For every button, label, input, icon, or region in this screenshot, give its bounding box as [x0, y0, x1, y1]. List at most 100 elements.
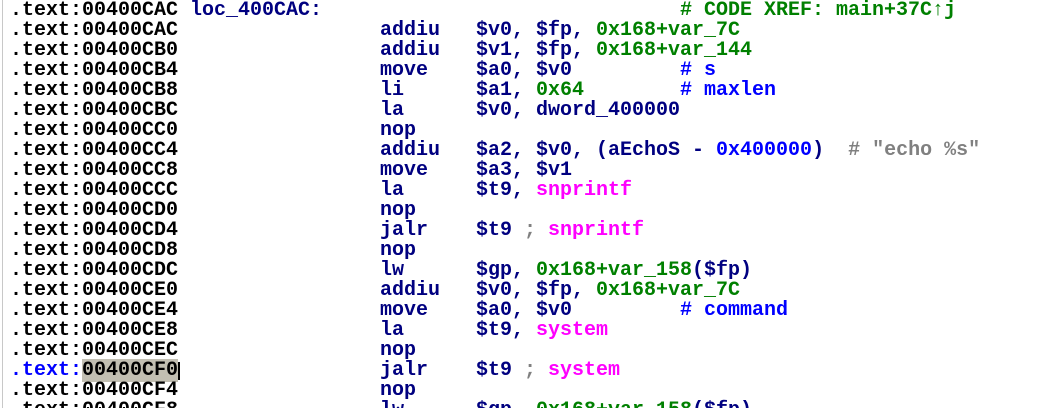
- mnemonic[interactable]: move: [380, 299, 429, 322]
- operands: $a3, $v1: [476, 161, 572, 181]
- operand-token: $v1, $fp,: [476, 39, 597, 62]
- operands: $a2, $v0, (aEchoS - 0x400000) # "echo %s…: [476, 141, 980, 161]
- address[interactable]: .text:00400CF8: [10, 401, 178, 408]
- mnemonic[interactable]: la: [380, 319, 405, 342]
- address[interactable]: .text:00400CD4: [10, 219, 179, 242]
- function-reference[interactable]: system: [536, 319, 609, 342]
- mnemonic[interactable]: la: [380, 99, 405, 122]
- mnemonic[interactable]: lw: [380, 259, 405, 282]
- disasm-line[interactable]: .text:00400CC0 nop: [0, 121, 1040, 141]
- address[interactable]: .text:00400CE4: [10, 299, 179, 322]
- operand-token: 0x168+var_7C: [596, 19, 741, 42]
- mnemonic[interactable]: addiu: [380, 279, 441, 302]
- address[interactable]: .text:00400CB4: [10, 59, 179, 82]
- operands: $a0, $v0: [476, 301, 572, 321]
- mnemonic[interactable]: jalr: [380, 219, 429, 242]
- disasm-line[interactable]: .text:00400CEC nop: [0, 341, 1040, 361]
- mnemonic[interactable]: li: [380, 79, 405, 102]
- operand-token: 0x168+var_7C: [596, 279, 741, 302]
- disasm-line[interactable]: .text:00400CD8 nop: [0, 241, 1040, 261]
- disasm-line-selected[interactable]: .text:00400CF0 jalr $t9 ; system: [0, 359, 1040, 382]
- address[interactable]: .text:00400CB8: [10, 79, 179, 102]
- address[interactable]: .text:00400CAC: [10, 19, 179, 42]
- operand-token: 0x168+var_144: [596, 39, 753, 62]
- operand-token: ($fp): [692, 399, 752, 408]
- address[interactable]: .text:00400CCC: [10, 179, 179, 202]
- disasm-line[interactable]: .text:00400CD0 nop: [0, 201, 1040, 221]
- address[interactable]: .text:00400CAC: [10, 0, 179, 22]
- disasm-line[interactable]: .text:00400CAC addiu $v0, $fp, 0x168+var_7…: [0, 21, 1040, 41]
- address[interactable]: .text:00400CC4: [10, 139, 179, 162]
- operand-token: $gp,: [476, 259, 537, 282]
- comment: # "echo %s": [848, 139, 981, 162]
- disasm-line[interactable]: .text:00400CE0 addiu $v0, $fp, 0x168+var_7…: [0, 281, 1040, 301]
- operands: $v1, $fp, 0x168+var_144: [476, 41, 752, 61]
- address[interactable]: .text:00400CD8: [10, 239, 179, 262]
- operands: $gp, 0x168+var_158($fp): [476, 401, 752, 408]
- operands: $v0, $fp, 0x168+var_7C: [476, 21, 740, 41]
- comment: # CODE XREF: main+37C↑j: [680, 1, 956, 21]
- operand-token: ): [812, 139, 849, 162]
- disasm-line[interactable]: .text:00400CD4 jalr $t9 ; snprintf: [0, 221, 1040, 241]
- operand-token: $t9: [476, 359, 525, 382]
- operand-token: $v0, $fp,: [476, 19, 597, 42]
- operand-token: $t9,: [476, 319, 537, 342]
- mnemonic[interactable]: nop: [380, 199, 417, 222]
- disasm-line[interactable]: .text:00400CBC la $v0, dword_400000: [0, 101, 1040, 121]
- address[interactable]: .text:00400CE8: [10, 319, 179, 342]
- disasm-line[interactable]: .text:00400CF8 lw $gp, 0x168+var_158($fp): [0, 401, 1040, 408]
- function-reference[interactable]: system: [548, 359, 621, 382]
- disasm-line[interactable]: .text:00400CC4 addiu $a2, $v0, (aEchoS - 0…: [0, 141, 1040, 161]
- mnemonic[interactable]: addiu: [380, 19, 441, 42]
- mnemonic[interactable]: move: [380, 59, 429, 82]
- comment: ;: [524, 219, 549, 242]
- mnemonic[interactable]: move: [380, 159, 429, 182]
- mnemonic[interactable]: la: [380, 179, 405, 202]
- address-segment: .text:: [10, 359, 83, 382]
- operands: $t9 ; system: [476, 361, 620, 381]
- operands: $v0, $fp, 0x168+var_7C: [476, 281, 740, 301]
- address[interactable]: .text:00400CBC: [10, 99, 179, 122]
- comment: # s: [680, 61, 716, 81]
- left-margin-divider: [2, 0, 3, 408]
- address[interactable]: .text:00400CF0: [10, 359, 181, 382]
- comment-text: # maxlen: [680, 79, 777, 102]
- address[interactable]: .text:00400CDC: [10, 259, 179, 282]
- address[interactable]: .text:00400CB0: [10, 39, 179, 62]
- comment: # command: [680, 301, 788, 321]
- address[interactable]: .text:00400CEC: [10, 339, 179, 362]
- code-label[interactable]: loc_400CAC:: [190, 0, 323, 22]
- mnemonic[interactable]: nop: [380, 339, 417, 362]
- address[interactable]: .text:00400CC0: [10, 119, 179, 142]
- mnemonic[interactable]: jalr: [380, 359, 429, 382]
- mnemonic[interactable]: nop: [380, 239, 417, 262]
- operands: $t9, snprintf: [476, 181, 632, 201]
- disasm-line[interactable]: .text:00400CE4 move $a0, $v0 # command: [0, 301, 1040, 321]
- address[interactable]: .text:00400CC8: [10, 159, 179, 182]
- operand-token: $v0, dword_400000: [476, 99, 681, 122]
- function-reference[interactable]: snprintf: [548, 219, 645, 242]
- operand-token: $t9: [476, 219, 525, 242]
- disasm-line[interactable]: .text:00400CB0 addiu $v1, $fp, 0x168+var_1…: [0, 41, 1040, 61]
- mnemonic[interactable]: lw: [380, 401, 404, 408]
- mnemonic[interactable]: addiu: [380, 139, 441, 162]
- disasm-line[interactable]: .text:00400CC8 move $a3, $v1: [0, 161, 1040, 181]
- mnemonic[interactable]: nop: [380, 119, 417, 142]
- disasm-line[interactable]: .text:00400CAC loc_400CAC: # CODE XREF: ma…: [0, 1, 1040, 21]
- disasm-line[interactable]: .text:00400CCC la $t9, snprintf: [0, 181, 1040, 201]
- operand-token: ($fp): [692, 259, 753, 282]
- address[interactable]: .text:00400CE0: [10, 279, 179, 302]
- mnemonic[interactable]: addiu: [380, 39, 441, 62]
- address[interactable]: .text:00400CF4: [10, 379, 179, 402]
- operand-token: $a2, $v0, (aEchoS -: [476, 139, 717, 162]
- mnemonic[interactable]: nop: [380, 379, 417, 402]
- address[interactable]: .text:00400CD0: [10, 199, 179, 222]
- function-reference[interactable]: snprintf: [536, 179, 633, 202]
- disasm-line[interactable]: .text:00400CE8 la $t9, system: [0, 321, 1040, 341]
- disasm-line[interactable]: .text:00400CF4 nop: [0, 381, 1040, 401]
- operands: $t9 ; snprintf: [476, 221, 644, 241]
